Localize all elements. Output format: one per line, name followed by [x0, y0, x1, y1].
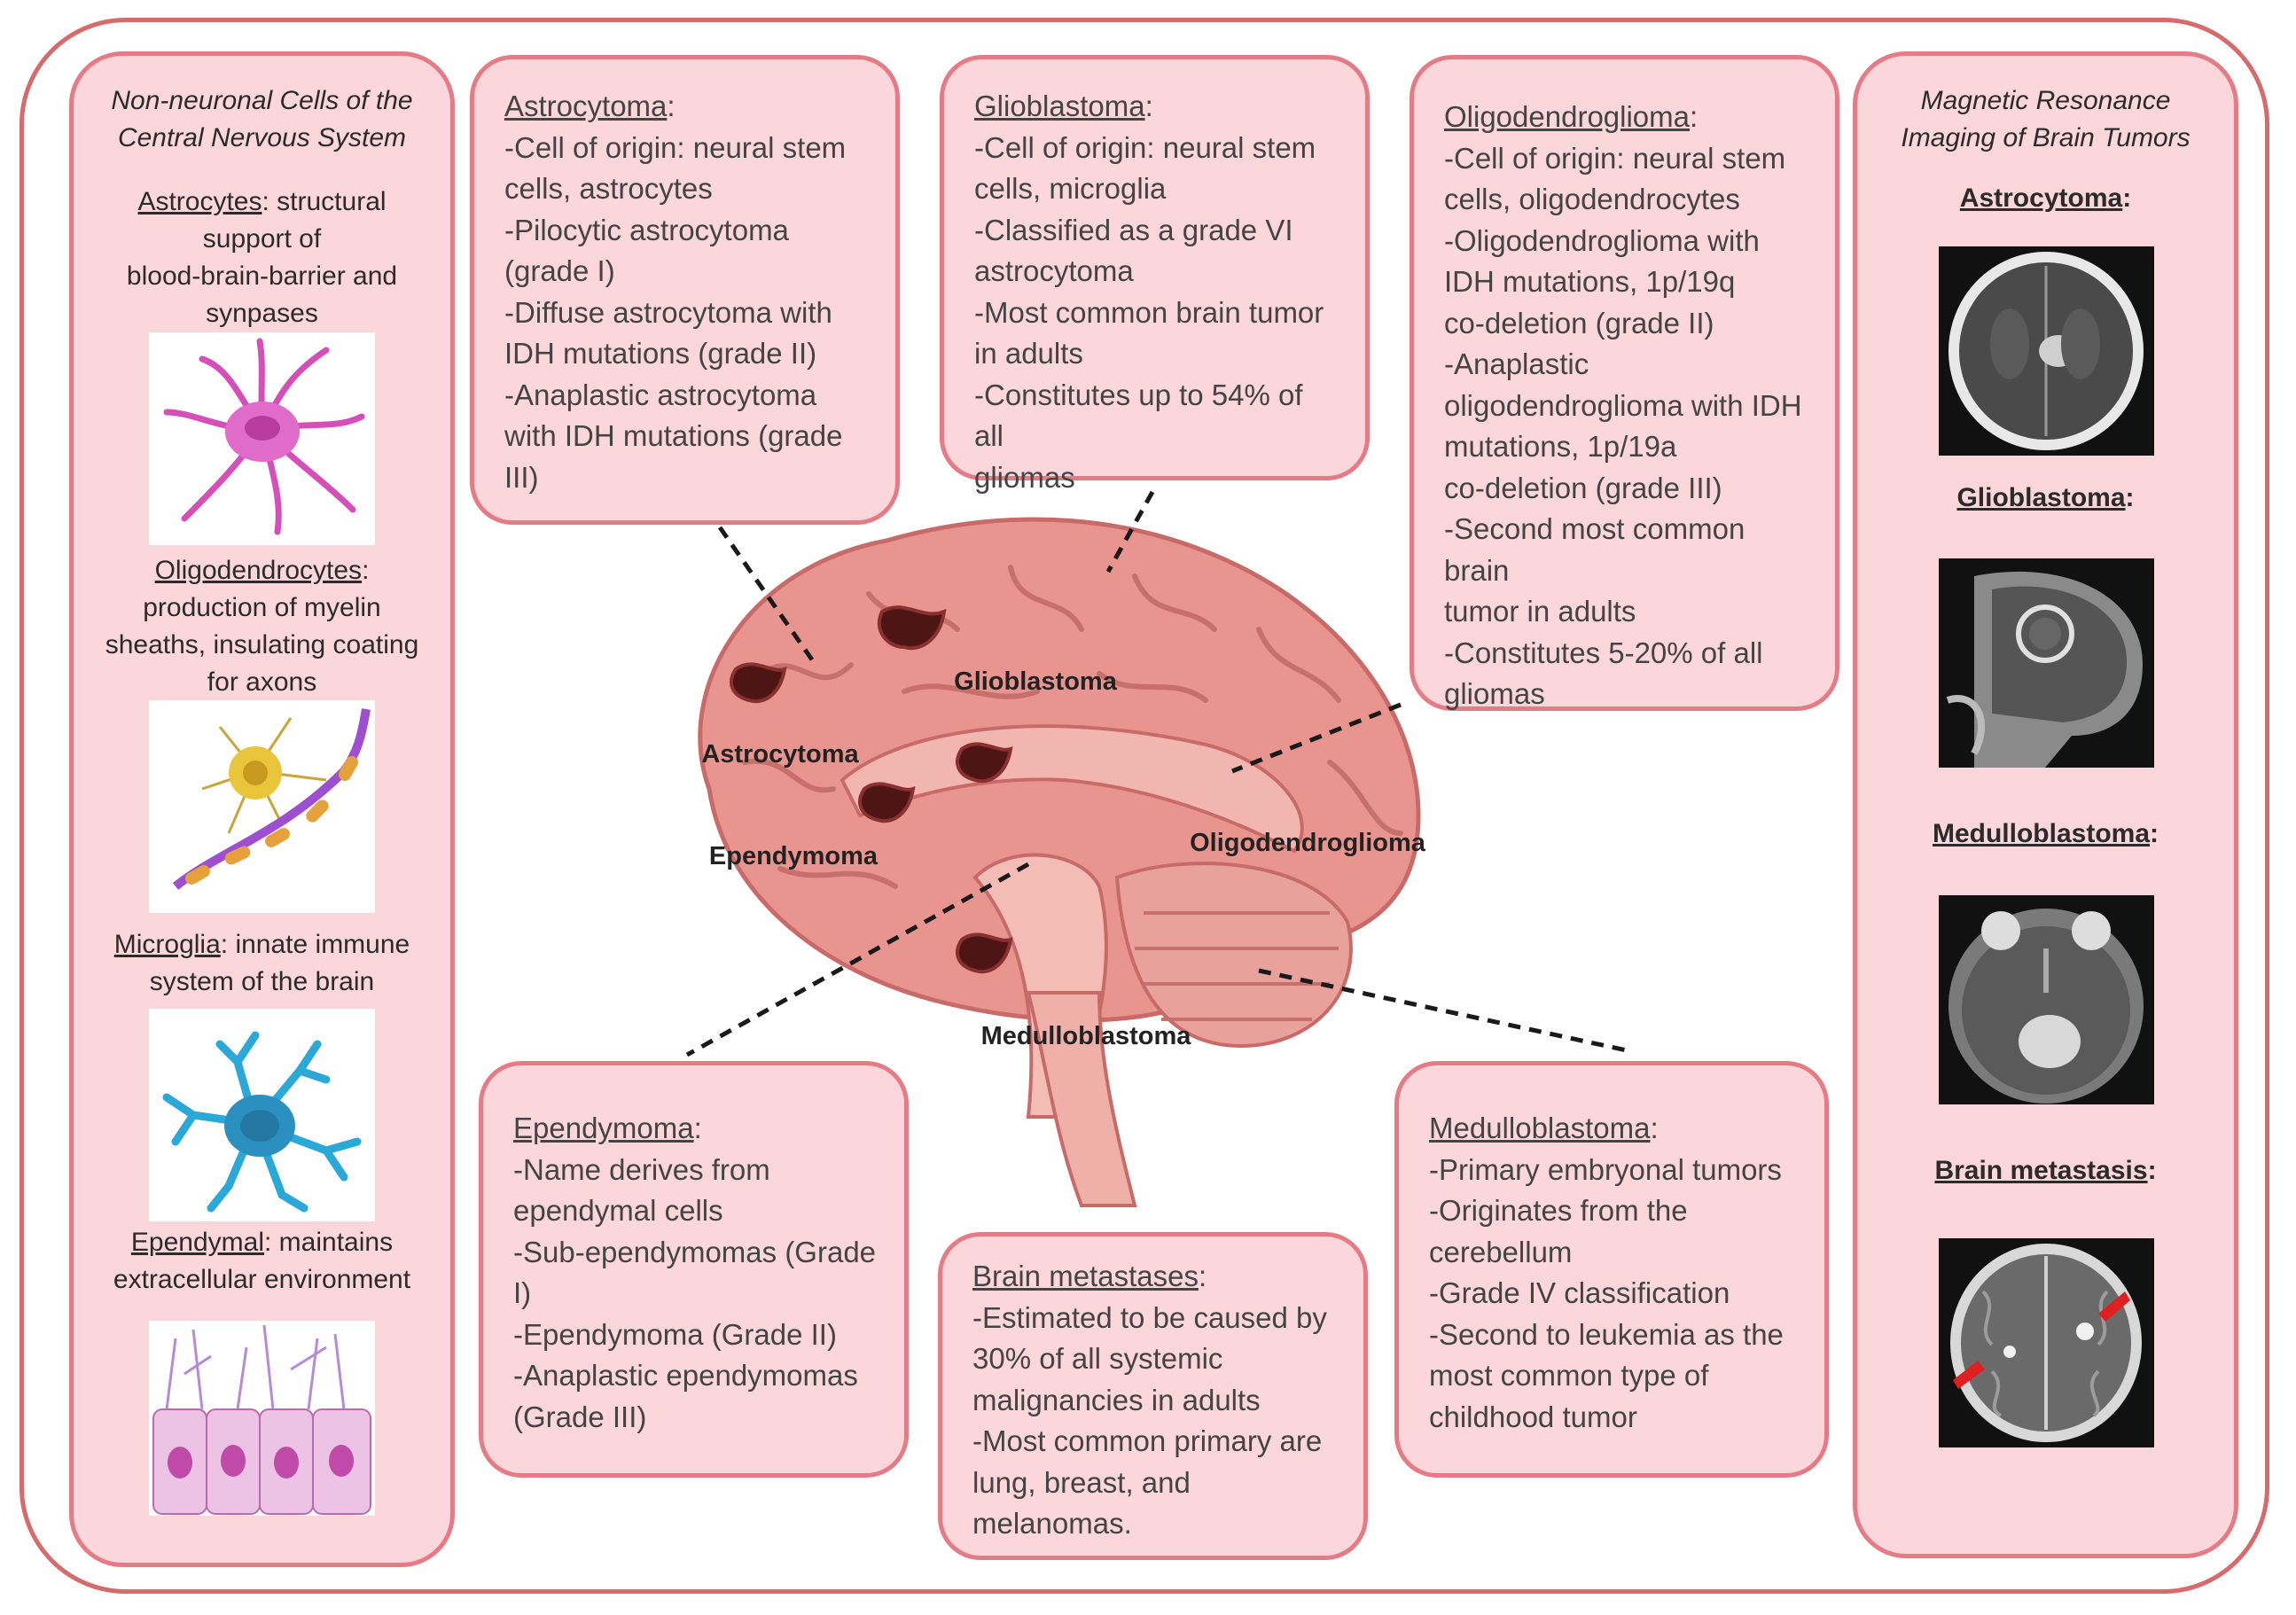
microglia-description: Microglia: innate immune system of the b… — [113, 930, 410, 996]
mri-label-brain-metastasis: Brain metastasis: — [1934, 1156, 2157, 1185]
tumor-astrocytoma-mark — [730, 662, 787, 704]
oligodendrocyte-image — [149, 700, 375, 913]
astrocytoma-box: Astrocytoma: -Cell of origin: neural ste… — [470, 55, 900, 525]
mri-astrocytoma-image — [1939, 246, 2154, 456]
brain-label-glioblastoma: Glioblastoma — [954, 667, 1118, 696]
mri-medulloblastoma-image — [1939, 895, 2154, 1104]
ependymoma-box: Ependymoma: -Name derives from ependymal… — [479, 1061, 909, 1478]
connector-ependymoma — [685, 862, 1030, 1057]
glioblastoma-box: Glioblastoma: -Cell of origin: neural st… — [940, 55, 1370, 494]
connector-oligodendroglioma — [1231, 702, 1402, 774]
mri-label-astrocytoma: Astrocytoma: — [1959, 183, 2132, 213]
brain-illustration: Glioblastoma Astrocytoma Oligodendroglio… — [698, 517, 1426, 1207]
microglia-image — [149, 1009, 375, 1221]
right-panel-title: Magnetic Resonance Imaging of Brain Tumo… — [1901, 86, 2191, 152]
left-panel-title: Non-neuronal Cells of the Central Nervou… — [111, 86, 413, 152]
connector-astrocytoma — [717, 526, 818, 667]
brain-label-medulloblastoma: Medulloblastoma — [981, 1022, 1192, 1050]
oligodendrocytes-description: Oligodendrocytes: production of myelin s… — [105, 556, 419, 697]
brain-label-astrocytoma: Astrocytoma — [701, 740, 859, 768]
mri-brain-metastasis-image — [1939, 1238, 2154, 1447]
brain-label-oligodendroglioma: Oligodendroglioma — [1190, 829, 1426, 857]
connector-medulloblastoma — [1258, 968, 1628, 1053]
tumor-ependymoma-mark — [858, 782, 916, 823]
mri-label-glioblastoma: Glioblastoma: — [1956, 483, 2135, 512]
mri-glioblastoma-image — [1939, 558, 2154, 768]
ependymal-description: Ependymal: maintains extracellular envir… — [113, 1228, 411, 1294]
tumor-medulloblastoma-mark — [956, 932, 1013, 974]
medulloblastoma-box: Medulloblastoma: -Primary embryonal tumo… — [1394, 1061, 1829, 1478]
astrocyte-image — [149, 332, 375, 545]
non-neuronal-cells-panel: Non-neuronal Cells of the Central Nervou… — [69, 51, 455, 1567]
tumor-glioblastoma-mark — [877, 605, 947, 651]
oligodendroglioma-box: Oligodendroglioma: -Cell of origin: neur… — [1410, 55, 1839, 711]
brain-metastases-box: Brain metastases: -Estimated to be cause… — [938, 1232, 1368, 1560]
ependymal-image — [149, 1321, 375, 1516]
connector-glioblastoma — [1105, 490, 1155, 573]
mri-label-medulloblastoma: Medulloblastoma: — [1932, 819, 2159, 848]
astrocytes-description: Astrocytes: structural support of blood-… — [126, 187, 398, 328]
brain-label-ependymoma: Ependymoma — [709, 842, 879, 870]
tumor-oligodendroglioma-mark — [956, 742, 1013, 784]
